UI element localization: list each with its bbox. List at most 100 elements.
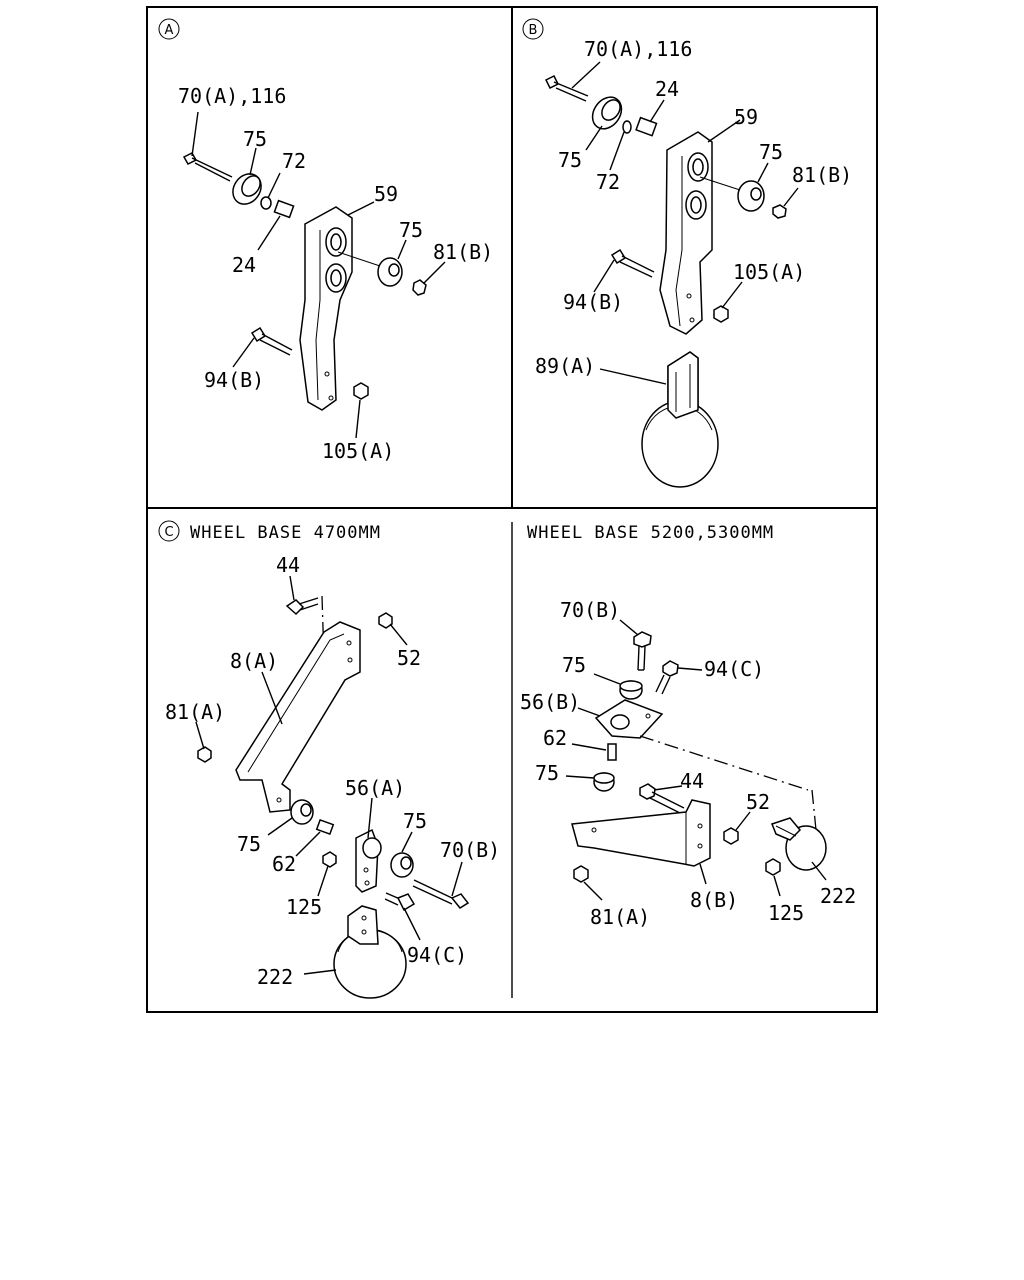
panel-c-bracket-8	[235, 621, 361, 813]
panel-b-label-washer-72: 72	[596, 170, 620, 194]
panel-d-bolt-70	[633, 631, 652, 671]
panel-c-label-bolt-70: 70(B)	[440, 838, 500, 862]
panel-c-label-nut-81: 81(A)	[165, 700, 225, 724]
panel-b-marker: B	[529, 23, 538, 38]
panel-c: C WHEEL BASE 4700MM	[158, 520, 500, 999]
panel-a-sleeve-24	[273, 199, 295, 219]
panel-b-label-nut-105: 105(A)	[733, 260, 805, 284]
panel-a-nut-105	[353, 382, 369, 400]
panel-b-nut-105	[713, 305, 729, 323]
diagram-frame	[146, 6, 878, 1013]
panel-d-label-clamp-222: 222	[820, 884, 856, 908]
panel-a-label-bracket-59: 59	[374, 182, 398, 206]
panel-a-marker: A	[165, 23, 174, 38]
panel-a: A	[158, 18, 493, 463]
panel-d-label-nut-52: 52	[746, 790, 770, 814]
panel-c-label-bolt-94: 94(C)	[407, 943, 467, 967]
panel-c-leaders	[195, 575, 463, 975]
panel-d-label-bolt-94: 94(C)	[704, 657, 764, 681]
panel-c-rubber-75-left	[290, 799, 314, 825]
panel-c-nut-125	[322, 851, 337, 868]
panel-a-label-bolt-70: 70(A),116	[178, 84, 286, 108]
panel-b-label-bolt-94: 94(B)	[563, 290, 623, 314]
panel-d-nut-81	[573, 865, 589, 883]
panel-a-rubber-75	[337, 251, 403, 287]
panel-d-nut-52	[723, 827, 739, 845]
panel-c-label-bracket-56: 56(A)	[345, 776, 405, 800]
panel-c-title: WHEEL BASE 4700MM	[190, 523, 381, 543]
panel-a-label-nut-81: 81(B)	[433, 240, 493, 264]
panel-a-label-washer-75: 75	[243, 127, 267, 151]
panel-b-bracket-59	[659, 131, 713, 335]
panel-b-washer-75	[591, 96, 623, 130]
panel-b-bolt-94	[610, 248, 655, 278]
panel-b-bolt-70	[544, 74, 589, 102]
panel-b-label-bracket-59: 59	[734, 105, 758, 129]
panel-c-rubber-75-right	[390, 852, 414, 878]
panel-a-washer-75	[232, 173, 262, 205]
panel-d-nut-125	[765, 858, 781, 876]
panel-d-rubber-75-bottom	[593, 772, 615, 792]
panel-c-label-nut-125: 125	[286, 895, 322, 919]
panel-b-label-bolt-70: 70(A),116	[584, 37, 692, 61]
panel-b: B	[522, 18, 852, 488]
panel-b-washer-72	[622, 120, 632, 134]
panel-b-label-nut-81: 81(B)	[792, 163, 852, 187]
panel-d-label-nut-125: 125	[768, 901, 804, 925]
panel-c-label-bolt-44: 44	[276, 553, 300, 577]
panel-d-bracket-8	[571, 799, 711, 867]
panel-d-leaders	[565, 619, 827, 901]
panel-a-bolt-94	[250, 326, 293, 356]
panel-d-label-pin-62: 62	[543, 726, 567, 750]
panel-b-label-rubber-75: 75	[759, 140, 783, 164]
panel-b-marker-circle	[522, 18, 544, 40]
panel-c-nut-81	[197, 746, 212, 763]
panel-a-label-washer-72: 72	[282, 149, 306, 173]
panel-c-bolt-94	[384, 892, 416, 912]
panel-d-label-bolt-44: 44	[680, 769, 704, 793]
panel-b-clamp-89	[641, 351, 719, 488]
panel-b-nut-81	[772, 204, 787, 219]
panel-c-pin-62	[315, 818, 335, 836]
panel-a-bracket-59	[299, 206, 353, 411]
panel-d-bracket-56	[594, 699, 817, 831]
panel-a-label-nut-105: 105(A)	[322, 439, 394, 463]
panel-a-label-sleeve-24: 24	[232, 253, 256, 277]
panel-c-label-clamp-222: 222	[257, 965, 293, 989]
panel-b-label-clamp-89: 89(A)	[535, 354, 595, 378]
panel-a-leaders	[191, 111, 446, 439]
panel-d-label-bracket-56: 56(B)	[520, 690, 580, 714]
panel-d-title: WHEEL BASE 5200,5300MM	[527, 523, 774, 543]
panel-d-label-rubber-75-top: 75	[562, 653, 586, 677]
panel-c-marker: C	[164, 525, 173, 540]
panel-d-pin-62	[607, 743, 617, 761]
panel-d-label-bolt-70: 70(B)	[560, 598, 620, 622]
panel-c-bracket-56	[355, 828, 382, 893]
panel-d-rubber-75-top	[619, 680, 643, 700]
panel-c-nut-52	[378, 612, 393, 629]
panel-c-label-pin-62: 62	[272, 852, 296, 876]
panel-d-bolt-44	[639, 783, 685, 815]
panel-c-label-nut-52: 52	[397, 646, 421, 670]
panel-c-label-rubber-75-right: 75	[403, 809, 427, 833]
panel-b-rubber-75	[699, 176, 765, 212]
panel-a-marker-circle	[158, 18, 180, 40]
panel-b-label-washer-75: 75	[558, 148, 582, 172]
panel-c-label-rubber-75-left: 75	[237, 832, 261, 856]
panel-c-clamp-222	[333, 905, 407, 999]
panel-a-label-rubber-75: 75	[399, 218, 423, 242]
panel-c-label-bracket-8: 8(A)	[230, 649, 278, 673]
panel-d: WHEEL BASE 5200,5300MM	[520, 523, 856, 929]
panel-a-nut-81	[412, 279, 427, 296]
panel-d-label-nut-81: 81(A)	[590, 905, 650, 929]
panel-a-label-bolt-94: 94(B)	[204, 368, 264, 392]
panel-b-sleeve-24	[635, 116, 658, 137]
panel-d-bolt-94	[655, 660, 679, 695]
panel-b-label-sleeve-24: 24	[655, 77, 679, 101]
panel-c-marker-circle	[158, 520, 180, 542]
panel-d-label-rubber-75-bottom: 75	[535, 761, 559, 785]
panel-a-bolt-70	[182, 152, 233, 182]
panel-d-clamp-222	[771, 817, 827, 871]
panel-a-washer-72	[260, 196, 272, 210]
